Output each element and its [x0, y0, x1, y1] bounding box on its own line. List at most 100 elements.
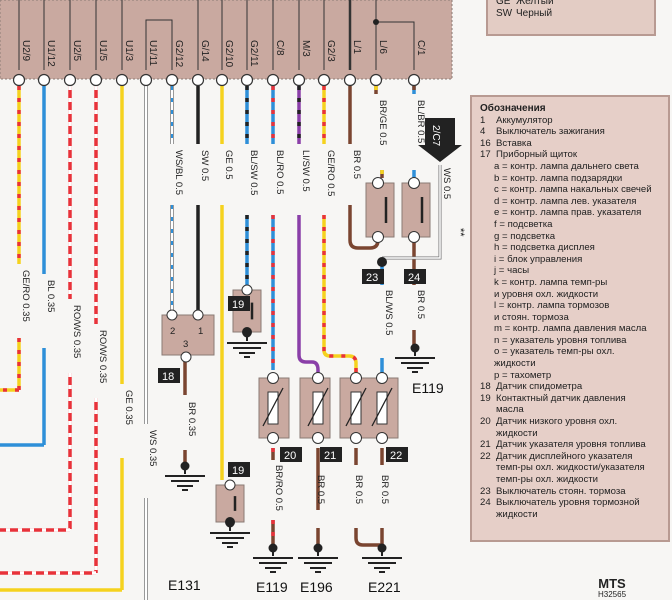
switch-pin — [242, 327, 252, 337]
connector-pin — [139, 73, 153, 87]
legend-item: и уровня охл. жидкости — [480, 289, 662, 301]
connector-pin — [407, 73, 421, 87]
component-number: 24 — [408, 272, 420, 284]
pin-label: C/1 — [415, 40, 426, 56]
wire-label: BR/RO 0.5 — [273, 465, 284, 511]
pin-label: G2/10 — [223, 40, 234, 68]
legend-text: i = блок управления — [494, 253, 583, 265]
variable-arrow-icon — [262, 387, 284, 427]
legend-text: Вставка — [496, 137, 532, 149]
wire-label: LI/SW 0.5 — [300, 150, 311, 192]
sensor-pin — [376, 432, 388, 444]
pin-label: U1/3 — [123, 40, 134, 62]
component-number-badge — [320, 447, 342, 462]
sensor-pin-label: 3 — [183, 339, 188, 350]
wire-label: BL/BR 0.5 — [415, 100, 426, 143]
pin-label: U2/9 — [20, 40, 31, 62]
wire-label: WS/BL 0.5 — [173, 150, 184, 195]
wire-label: BL/WS 0.5 — [383, 290, 394, 335]
sensor-pin — [312, 372, 324, 384]
legend-text: Датчик спидометра — [496, 381, 583, 393]
legend-item: масла — [480, 404, 662, 416]
legend-num — [480, 462, 496, 474]
internal-trace — [145, 19, 173, 70]
pin-label: U1/11 — [147, 40, 158, 66]
drawing-code: H32565 — [598, 590, 627, 599]
legend-text: жидкости — [494, 358, 536, 370]
legend-item: 1 Аккумулятор — [480, 115, 662, 127]
ground-label: E196 — [300, 579, 333, 595]
legend-text: Приборный щиток — [496, 149, 578, 161]
brake-fluid-switch-24 — [401, 182, 431, 238]
legend-num — [480, 509, 496, 521]
pin-label: G2/11 — [248, 40, 259, 67]
pin-label: C/8 — [274, 40, 285, 56]
pin-label: M/3 — [300, 40, 311, 57]
sensor-pin — [350, 432, 362, 444]
legend-text: Выключатель стоян. тормоза — [496, 485, 626, 497]
legend-num: 16 — [480, 137, 491, 149]
wire-label: BR 0.5 — [379, 475, 390, 504]
legend-text: Выключатель уровня тормозной — [496, 497, 640, 509]
legend-text: m = контр. лампа давления масла — [494, 323, 647, 335]
pin-label: U1/5 — [97, 40, 108, 62]
wire-label: BR/GE 0.5 — [377, 100, 388, 145]
sensor-pin-label: 2 — [170, 326, 175, 337]
parking-brake-switch-23 — [365, 182, 395, 238]
legend-text: и стоян. тормоза — [494, 311, 569, 323]
switch-pin — [408, 231, 420, 243]
wire-WS-0.5 — [382, 165, 441, 259]
legend-item: d = контр. лампа лев. указателя — [480, 196, 662, 208]
wire-label: BR 0.5 — [351, 150, 362, 179]
sensor-pin — [312, 432, 324, 444]
legend-item: l = контр. лампа тормозов — [480, 300, 662, 312]
legend-text: k = контр. лампа темп-ры — [494, 276, 608, 288]
pin-label: G2/3 — [325, 40, 336, 62]
pin-label: L/1 — [351, 40, 362, 54]
legend-num: 22 — [480, 450, 491, 462]
sensor-pin — [192, 309, 204, 321]
pin-label: U2/5 — [71, 40, 82, 62]
legend-item: o = указатель темп-ры охл. — [480, 346, 662, 358]
pin-label: G2/12 — [173, 40, 184, 68]
switch-pin — [408, 177, 420, 189]
sensor-pin — [350, 372, 362, 384]
legend-item: жидкости — [480, 428, 662, 440]
junction-dot — [373, 19, 379, 25]
legend-item: h = подсветка дисплея — [480, 242, 662, 254]
legend-item: j = часы — [480, 265, 662, 277]
coolant-temp-sensor-22 — [339, 377, 399, 439]
wire-label: BR 0.5 — [353, 475, 364, 504]
legend-item: жидкости — [480, 509, 662, 521]
switch-pin — [224, 479, 236, 491]
arrow-ref-icon — [418, 118, 462, 162]
connector-pin — [191, 73, 205, 87]
sensor-pin — [166, 309, 178, 321]
legend-item: k = контр. лампа темп-ры — [480, 277, 662, 289]
legend-text: o = указатель темп-ры охл. — [494, 346, 615, 358]
component-number-badge — [228, 462, 250, 477]
legend-item: a = контр. лампа дальнего света — [480, 161, 662, 173]
legend-text: Аккумулятор — [496, 114, 553, 126]
legend-text: a = контр. лампа дальнего света — [494, 160, 639, 172]
legend-text: жидкости — [496, 508, 538, 520]
legend-text: g = подсветка — [494, 230, 556, 242]
connector-pin — [317, 73, 331, 87]
component-number-badge — [386, 447, 408, 462]
wire-M/3 — [297, 215, 320, 375]
connector-pin — [292, 73, 306, 87]
wire-label: WS 0.5 — [441, 168, 452, 199]
legend-item: темп-ры охл. жидкости/указателя — [480, 462, 662, 474]
legend-num: 1 — [480, 114, 486, 126]
legend-item: g = подсветка — [480, 231, 662, 243]
connector-pin — [115, 73, 129, 87]
legend-text: темп-ры охл. жидкости — [496, 474, 599, 485]
legend-item: p = тахометр — [480, 370, 662, 382]
legend-text: темп-ры охл. жидкости/указателя — [496, 462, 645, 474]
